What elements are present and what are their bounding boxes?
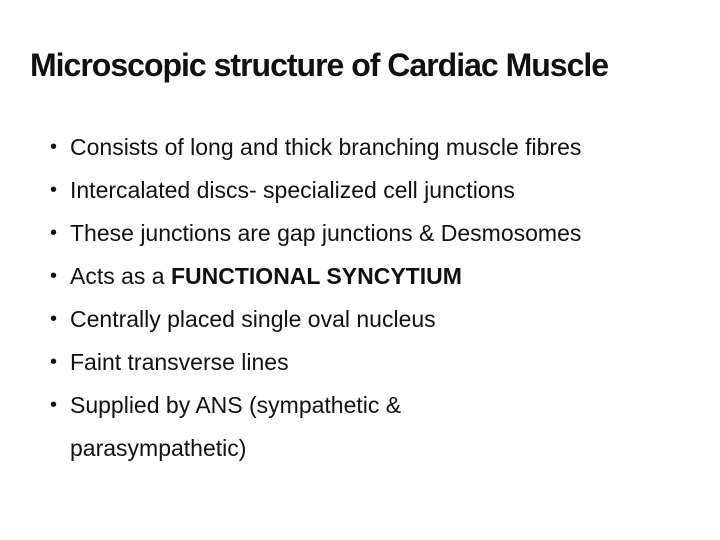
bullet-item: • Supplied by ANS (sympathetic & parasym… [50, 384, 690, 470]
bullet-text-normal: These junctions are gap junctions & Desm… [70, 220, 582, 246]
bullet-marker: • [50, 136, 58, 158]
bullet-item: • These junctions are gap junctions & De… [50, 212, 690, 255]
bullet-marker: • [50, 394, 58, 416]
bullet-text: Consists of long and thick branching mus… [70, 126, 581, 169]
bullet-text-normal: Centrally placed single oval nucleus [70, 306, 436, 332]
bullet-text: Centrally placed single oval nucleus [70, 298, 436, 341]
bullet-item: • Consists of long and thick branching m… [50, 126, 690, 169]
bullet-text: Acts as a FUNCTIONAL SYNCYTIUM [70, 255, 462, 298]
bullet-text-bold: FUNCTIONAL SYNCYTIUM [170, 263, 462, 289]
bullet-text-normal: Consists of long and thick branching mus… [70, 134, 582, 160]
bullet-list: • Consists of long and thick branching m… [50, 126, 690, 470]
bullet-marker: • [50, 265, 58, 287]
bullet-marker: • [50, 308, 58, 330]
bullet-text: Supplied by ANS (sympathetic & parasympa… [70, 384, 401, 470]
bullet-text-normal: Faint transverse lines [70, 349, 289, 375]
bullet-text-normal: Supplied by ANS (sympathetic & parasympa… [70, 392, 402, 461]
bullet-item: • Faint transverse lines [50, 341, 690, 384]
bullet-marker: • [50, 222, 58, 244]
slide-title: Microscopic structure of Cardiac Muscle [30, 47, 609, 83]
bullet-marker: • [50, 179, 58, 201]
bullet-item: • Acts as a FUNCTIONAL SYNCYTIUM [50, 255, 690, 298]
bullet-text: Faint transverse lines [70, 341, 289, 384]
bullet-text: Intercalated discs- specialized cell jun… [70, 169, 515, 212]
bullet-text-normal: Intercalated discs- specialized cell jun… [70, 177, 515, 203]
bullet-item: • Intercalated discs- specialized cell j… [50, 169, 690, 212]
bullet-text: These junctions are gap junctions & Desm… [70, 212, 581, 255]
bullet-item: • Centrally placed single oval nucleus [50, 298, 690, 341]
bullet-text-normal: Acts as a [70, 263, 171, 289]
bullet-marker: • [50, 351, 58, 373]
